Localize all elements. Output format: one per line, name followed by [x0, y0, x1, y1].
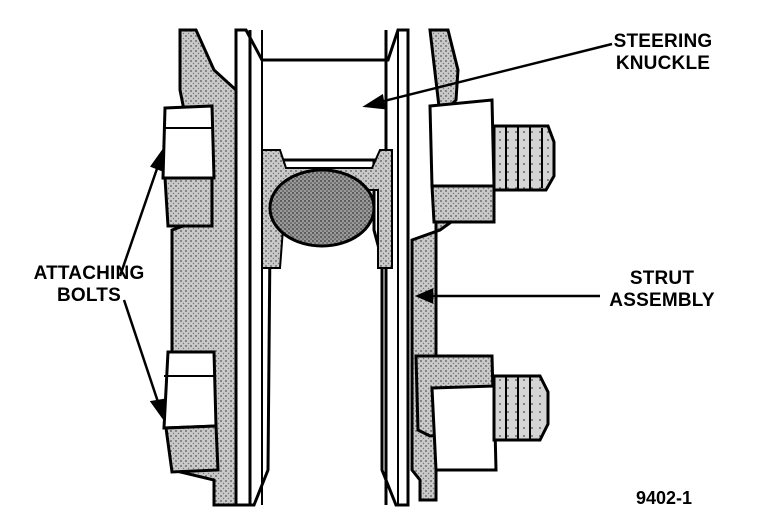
strut-assembly-label-line2: ASSEMBLY	[609, 290, 715, 311]
steering-knuckle-label-line1: STEERING	[613, 31, 713, 52]
attaching-bolts-label-line2: BOLTS	[57, 285, 121, 306]
leader-lines	[118, 42, 613, 420]
arrowhead-steering-knuckle	[362, 93, 386, 110]
arrowhead-strut-assembly	[414, 288, 434, 304]
figure-number: 9402-1	[636, 488, 693, 508]
strut-assembly-label-line1: STRUT	[629, 268, 695, 289]
leader-attaching-bolt-upper	[118, 159, 162, 277]
steering-knuckle	[234, 28, 410, 507]
strut-assembly-label: STRUT ASSEMBLY	[592, 268, 732, 312]
attaching-bolt-lower	[162, 350, 220, 474]
attaching-bolt-upper	[161, 104, 216, 228]
lower-nut	[414, 354, 550, 472]
steering-knuckle-label-line2: KNUCKLE	[615, 53, 711, 74]
attaching-bolts-label-line1: ATTACHING	[33, 263, 145, 284]
steering-knuckle-label: STEERING KNUCKLE	[598, 31, 728, 75]
attaching-bolts-label: ATTACHING BOLTS	[14, 263, 164, 307]
upper-nut	[428, 98, 556, 224]
leader-attaching-bolt-lower	[122, 299, 162, 409]
arrowhead-attaching-bolt-upper	[150, 148, 164, 172]
leader-steering-knuckle	[371, 42, 613, 106]
arrowhead-attaching-bolt-lower	[149, 398, 166, 420]
